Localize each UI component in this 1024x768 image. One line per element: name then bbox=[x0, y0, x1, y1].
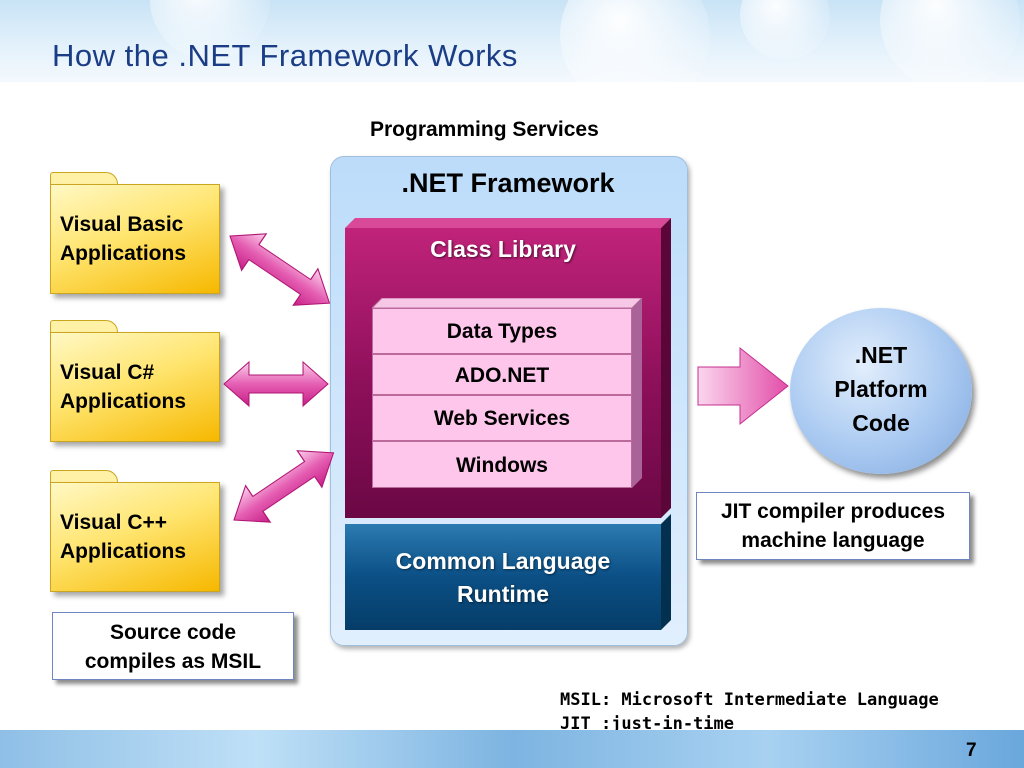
class-library-title: Class Library bbox=[430, 236, 576, 262]
folder-label: Visual C++ Applications bbox=[60, 508, 186, 566]
folder-body bbox=[50, 482, 220, 592]
slide-header bbox=[0, 0, 1024, 82]
source-note-line: Source code bbox=[109, 621, 237, 644]
slide-title: How the .NET Framework Works bbox=[52, 38, 518, 73]
programming-services-label: Programming Services bbox=[370, 118, 599, 141]
footer-bar bbox=[0, 730, 1024, 768]
platform-label-line: Code bbox=[852, 410, 910, 436]
footnotes: MSIL: Microsoft Intermediate Language JI… bbox=[560, 688, 939, 736]
folder-label-line: Visual C# bbox=[60, 361, 155, 384]
jit-note-line: machine language bbox=[741, 529, 925, 552]
source-note-line: compiles as MSIL bbox=[84, 650, 262, 673]
folder-label: Visual Basic Applications bbox=[60, 210, 186, 268]
framework-title: .NET Framework bbox=[401, 168, 615, 198]
jit-compiler-note: JIT compiler produces machine language bbox=[696, 492, 970, 560]
folder-label-line: Applications bbox=[60, 390, 187, 413]
clr-label-line: Common Language bbox=[395, 548, 611, 574]
double-arrow-cpp bbox=[221, 434, 347, 539]
folder-body bbox=[50, 184, 220, 294]
library-item-ado-net: ADO.NET bbox=[372, 354, 632, 395]
jit-note-line: JIT compiler produces bbox=[720, 500, 946, 523]
double-arrow-csharp bbox=[223, 361, 329, 407]
decorative-bubble bbox=[880, 0, 1020, 82]
platform-code-circle bbox=[790, 308, 972, 474]
platform-label-line: Platform bbox=[834, 376, 928, 402]
footnote-jit: JIT :just-in-time bbox=[560, 714, 734, 734]
common-language-runtime-block bbox=[345, 524, 661, 630]
footnote-msil: MSIL: Microsoft Intermediate Language bbox=[560, 690, 939, 710]
folder-label-line: Visual Basic bbox=[60, 213, 184, 236]
decorative-bubble bbox=[560, 0, 710, 82]
clr-label: Common Language Runtime bbox=[345, 545, 661, 611]
class-library-3d-edges bbox=[345, 218, 671, 630]
folder-body bbox=[50, 332, 220, 442]
folder-visual-cpp: Visual C++ Applications bbox=[50, 470, 220, 596]
clr-label-line: Runtime bbox=[457, 581, 549, 607]
folder-visual-csharp: Visual C# Applications bbox=[50, 320, 220, 446]
folder-label-line: Visual C++ bbox=[60, 511, 168, 534]
arrow-to-platform bbox=[697, 346, 789, 426]
page-number: 7 bbox=[966, 740, 977, 761]
folder-label-line: Applications bbox=[60, 242, 187, 265]
platform-label-line: .NET bbox=[854, 342, 908, 368]
library-item-data-types: Data Types bbox=[372, 308, 632, 354]
folder-label: Visual C# Applications bbox=[60, 358, 186, 416]
source-code-note: Source code compiles as MSIL bbox=[52, 612, 294, 680]
folder-visual-basic: Visual Basic Applications bbox=[50, 172, 220, 298]
double-arrow-vb bbox=[217, 217, 343, 322]
platform-code-label: .NET Platform Code bbox=[790, 338, 972, 440]
library-item-web-services: Web Services bbox=[372, 395, 632, 441]
folder-label-line: Applications bbox=[60, 540, 187, 563]
library-item-windows: Windows bbox=[372, 441, 632, 488]
